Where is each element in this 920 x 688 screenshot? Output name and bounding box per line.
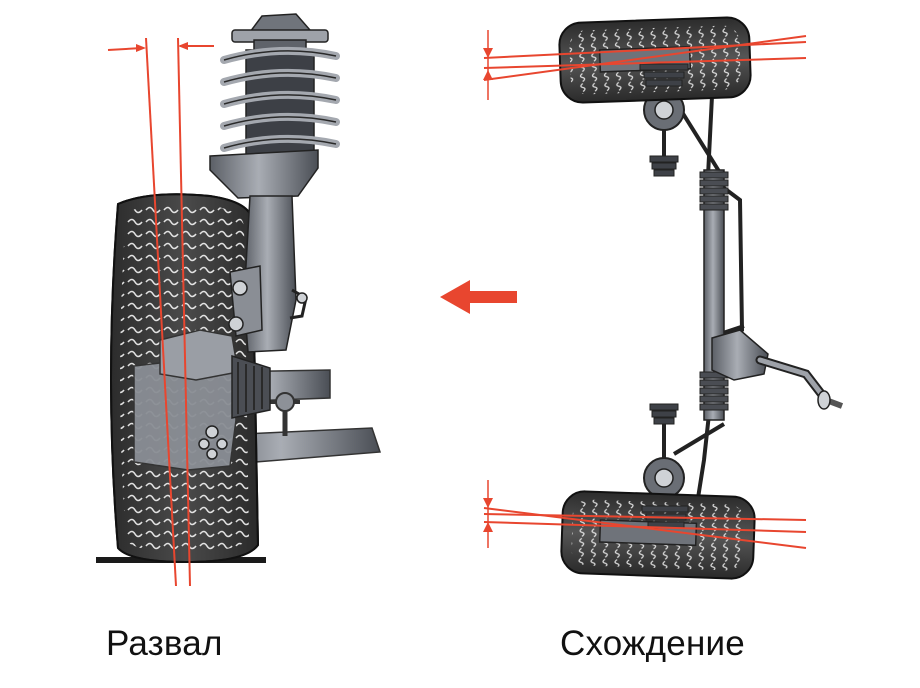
front-strut-top [643, 89, 685, 177]
toe-diagram [483, 16, 844, 580]
toe-top-tire [558, 16, 752, 104]
steering-column [755, 355, 844, 410]
top-spring [639, 63, 689, 87]
tie-rod-end [198, 425, 228, 460]
direction-arrow-icon [440, 280, 517, 314]
steering-knuckle [133, 329, 271, 471]
rear-strut-bottom [643, 403, 685, 499]
toe-reference-lines [483, 35, 807, 549]
camber-angle-arrows [136, 42, 188, 52]
strut-assembly [209, 13, 340, 353]
toe-bottom-tire [560, 490, 756, 580]
camber-label: Развал [106, 624, 223, 663]
steering-rack [699, 169, 769, 421]
toe-label: Схождение [560, 624, 745, 663]
camber-diagram [96, 13, 382, 587]
